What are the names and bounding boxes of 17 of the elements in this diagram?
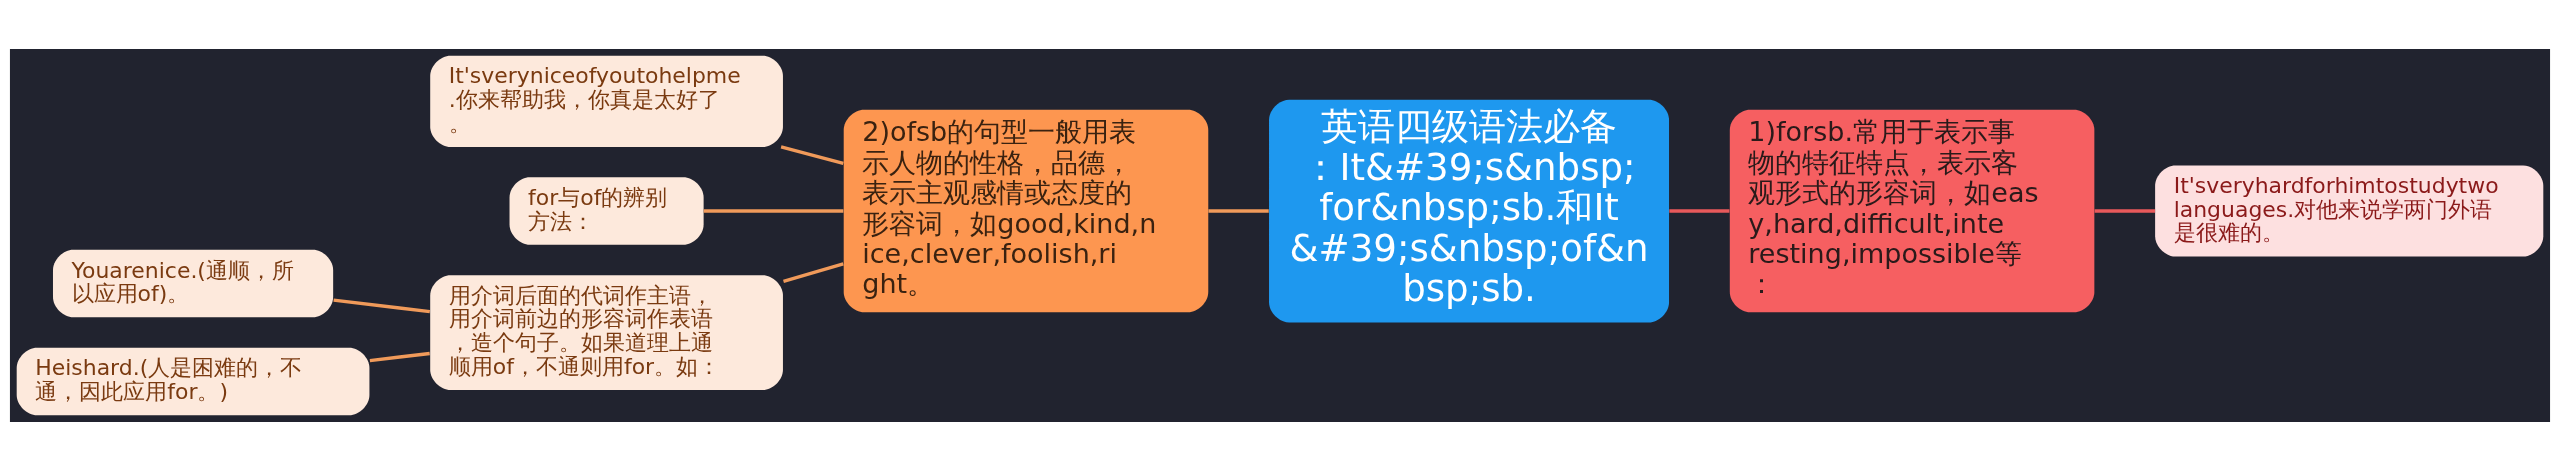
node-box: 1)forsb.常用于表示事物的特征特点，表示客观形式的形容词，如easy,hard,difficult,interesting,impossible等： — [1729, 109, 2095, 313]
connector — [369, 351, 430, 363]
connector — [1669, 209, 1730, 213]
node-box: Heishard.(人是困难的，不通，因此应用for。) — [16, 347, 370, 416]
node-box: 用介词后面的代词作主语，用介词前边的形容词作表语，造个句子。如果道理上通顺用of，不通则用for。如： — [430, 275, 783, 390]
connector — [783, 262, 844, 283]
node-box: It'sveryhardforhimtostudytwolanguages.对他来说学两门外语是很难的。 — [2155, 165, 2544, 257]
connector — [1208, 209, 1269, 213]
node-box: Youarenice.(通顺，所以应用of)。 — [53, 249, 334, 318]
connector — [703, 209, 844, 213]
node-box: for与of的辨别方法： — [509, 177, 704, 245]
connector — [2094, 209, 2156, 213]
node-box: 英语四级语法必备：It&#39;s&nbsp;for&nbsp;sb.和It&#39;s&nbsp;of&nbsp;sb. — [1269, 99, 1670, 323]
node-box: 2)ofsb的句型一般用表示人物的性格，品德，表示主观感情或态度的形容词，如good,kind,nice,clever,foolish,right。 — [843, 109, 1209, 313]
node-box: It'sveryniceofyoutohelpme.你来帮助我，你真是太好了。 — [430, 55, 783, 147]
connector — [333, 298, 430, 314]
connector — [780, 145, 844, 165]
